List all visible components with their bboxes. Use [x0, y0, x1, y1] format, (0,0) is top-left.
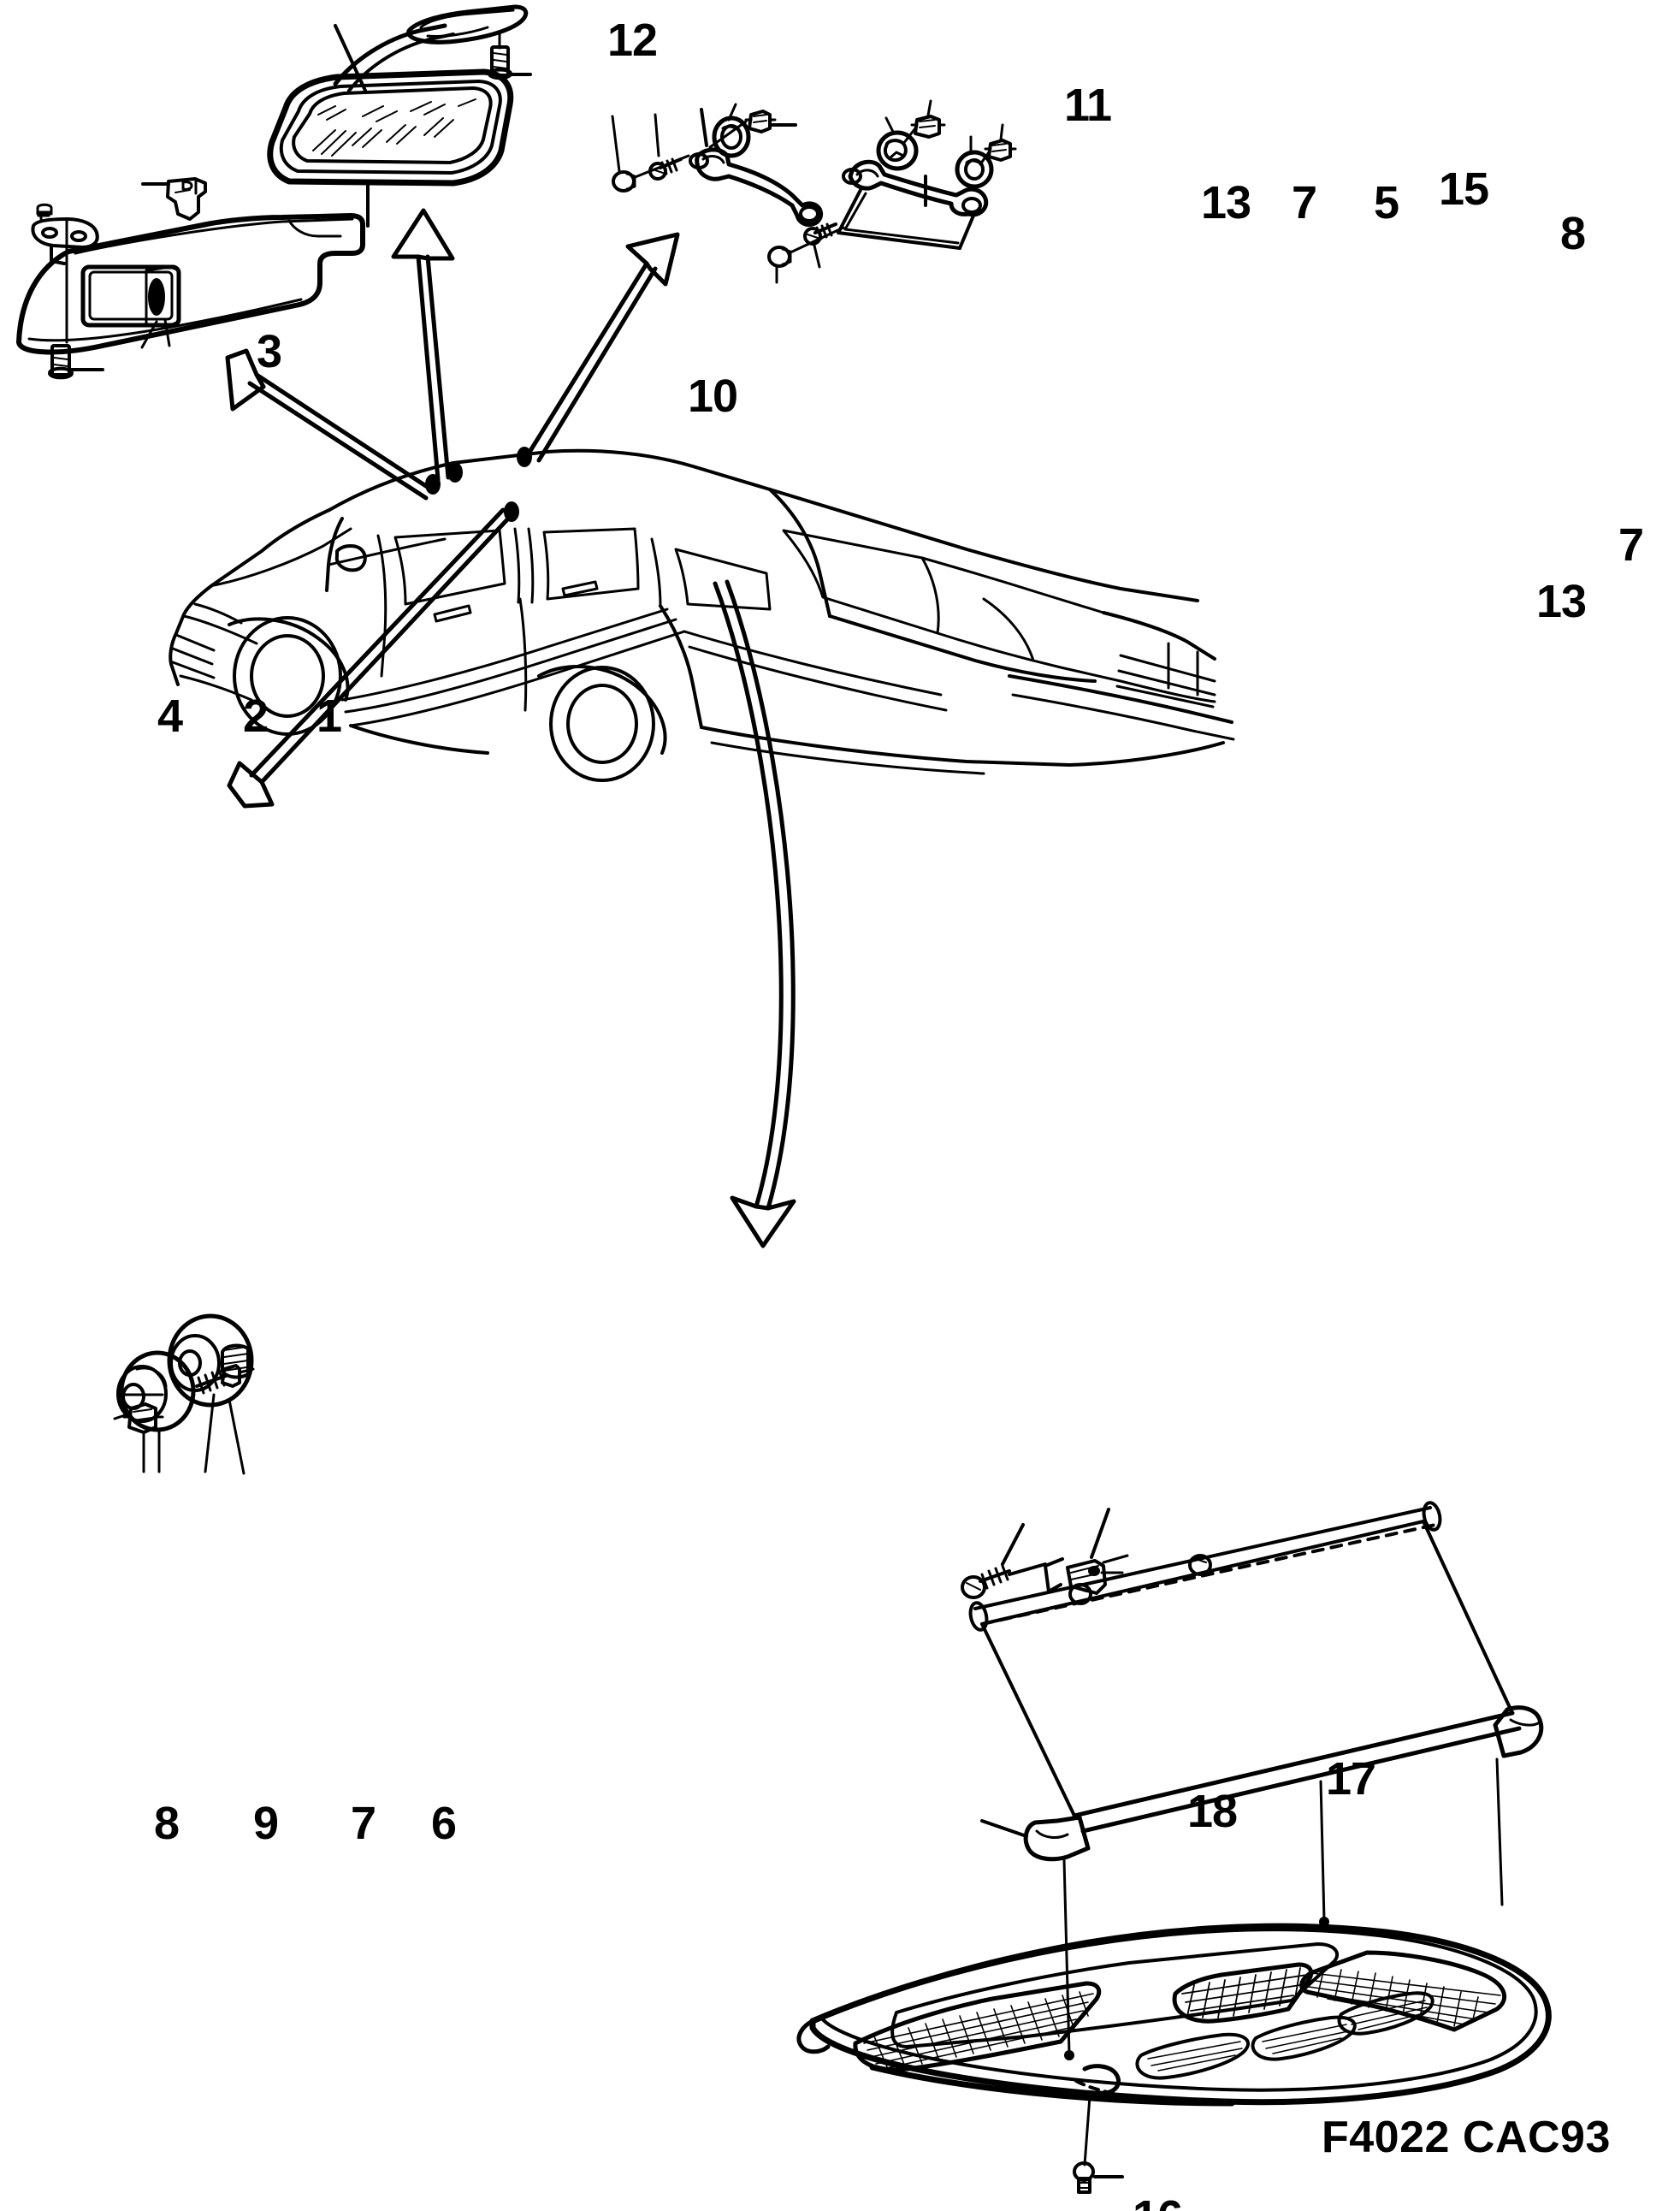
interior-mirror-assembly	[267, 4, 532, 228]
callout-17: 17	[1326, 1753, 1376, 1805]
callout-8-left: 8	[1560, 208, 1586, 259]
callout-18: 18	[1187, 1786, 1238, 1837]
speaker-grille-assembly	[113, 1313, 255, 1475]
callout-11: 11	[1064, 80, 1112, 131]
callout-2: 2	[243, 691, 269, 742]
exploded-view-arrows	[225, 208, 796, 1248]
callout-9: 9	[253, 1798, 279, 1849]
sun-visor-assembly	[16, 177, 365, 380]
callout-8-speaker: 8	[154, 1798, 180, 1849]
parcel-shelf	[796, 1758, 1552, 2194]
callout-12: 12	[607, 15, 658, 66]
callout-5-left: 5	[1374, 177, 1399, 228]
callout-10: 10	[688, 370, 738, 422]
visor-clip-shape	[166, 177, 207, 221]
callout-6: 6	[431, 1798, 457, 1849]
diagram-footer-code: F4022 CAC93	[1322, 2113, 1611, 2162]
callout-13-right: 13	[1536, 576, 1587, 627]
grab-handle-right-assembly	[767, 99, 1017, 284]
callout-13-left: 13	[1201, 177, 1251, 228]
callout-7-right: 7	[1618, 519, 1644, 571]
callout-7-left: 7	[1292, 177, 1317, 228]
car-illustration	[169, 447, 1235, 782]
callout-1: 1	[316, 691, 342, 742]
callout-7-speaker: 7	[351, 1798, 376, 1849]
cargo-cover-assembly	[961, 1501, 1544, 1862]
grab-handle-left-assembly	[611, 103, 824, 227]
callout-15-left: 15	[1439, 163, 1489, 215]
callout-4: 4	[157, 691, 183, 742]
callout-3: 3	[257, 326, 282, 377]
callout-16: 16	[1133, 2194, 1183, 2211]
